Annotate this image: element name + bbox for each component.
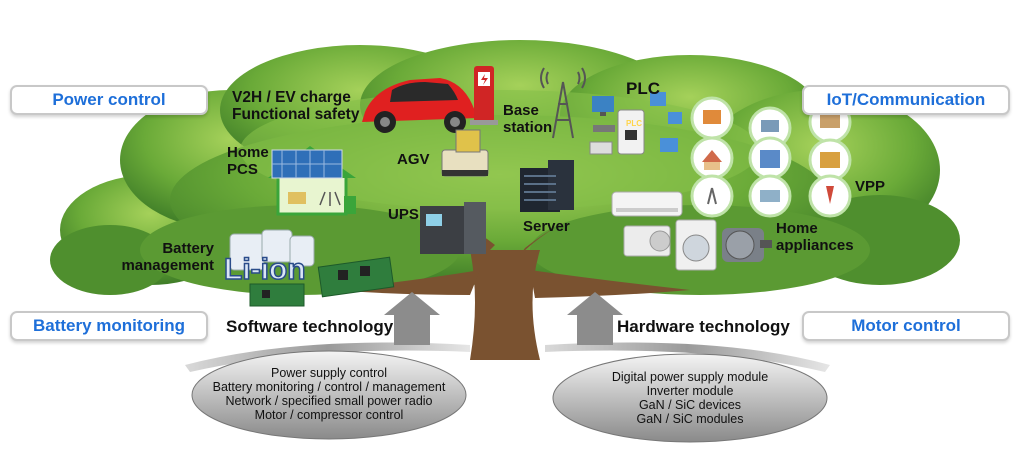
list-item: Inverter module: [646, 384, 734, 398]
list-item: Network / specified small power radio: [225, 394, 433, 408]
software-technology-label: Software technology: [226, 317, 394, 336]
v2h-label: V2H / EV charge Functional safety: [232, 89, 360, 123]
server-icon: [520, 160, 574, 212]
home-pcs-icon: [268, 146, 356, 216]
base-station-icon: [540, 67, 586, 139]
ups-label: UPS: [388, 206, 419, 223]
agv-icon: [441, 129, 489, 177]
hardware-oval: [552, 353, 828, 443]
li-ion-battery-icon: [229, 229, 315, 271]
base-station-label: Base station: [503, 102, 553, 136]
battery-monitoring-box: Battery monitoring: [10, 311, 208, 341]
power-control-box: Power control: [10, 85, 208, 115]
washing-machine-icon: [675, 219, 717, 271]
motor-icon: [722, 228, 772, 262]
hardware-technology-label: Hardware technology: [617, 317, 790, 336]
air-conditioner-icon: [611, 191, 683, 257]
software-up-arrow: [384, 292, 440, 345]
list-item: GaN / SiC modules: [636, 412, 744, 426]
list-item: Motor / compressor control: [254, 408, 404, 422]
plc-label: PLC: [626, 79, 660, 98]
software-items-list: Power supply control Battery monitoring …: [194, 366, 464, 422]
hardware-up-arrow: [567, 292, 623, 345]
plc-device-label: PLC: [626, 119, 642, 128]
software-oval: [191, 350, 467, 440]
software-swoosh: [185, 342, 470, 372]
ev-charger-icon: [470, 66, 498, 125]
li-ion-label: Li-ion: [223, 253, 306, 287]
list-item: Power supply control: [270, 366, 388, 380]
network-devices-icon: [589, 92, 682, 155]
list-item: GaN / SiC devices: [638, 398, 742, 412]
home-appliances-label: Home appliances: [776, 220, 854, 254]
ups-icon: [420, 202, 486, 254]
vpp-label: VPP: [855, 178, 886, 195]
hardware-swoosh: [545, 342, 830, 372]
motor-control-box: Motor control: [802, 311, 1010, 341]
iot-communication-box: IoT/Communication: [802, 85, 1010, 115]
ev-car-icon: [362, 78, 478, 133]
agv-label: AGV: [397, 151, 430, 168]
battery-management-label: Battery management: [121, 240, 214, 274]
vpp-network-icon: [690, 96, 852, 218]
circuit-board-icon: [249, 256, 395, 307]
hardware-items-list: Digital power supply module Inverter mod…: [555, 370, 825, 426]
home-pcs-label: Home PCS: [227, 144, 269, 178]
server-label: Server: [523, 218, 570, 235]
list-item: Battery monitoring / control / managemen…: [212, 380, 446, 394]
list-item: Digital power supply module: [611, 370, 769, 384]
